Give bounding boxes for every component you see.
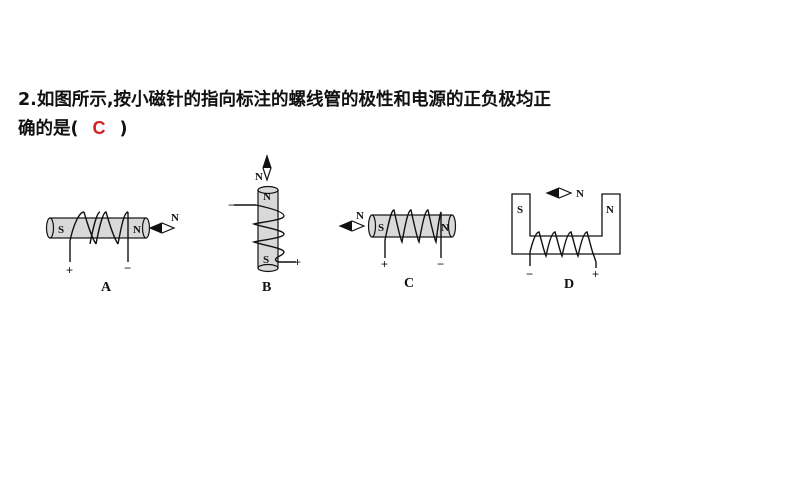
figure-b: N N S − + B [228,154,301,295]
figure-d-compass-needle [545,187,573,199]
closing-paren: ) [119,119,128,139]
figure-d-plus: + [592,267,599,281]
figure-d-needle-pole: N [576,188,584,200]
figure-c-caption: C [404,276,414,291]
figure-b-caption: B [262,280,271,295]
figure-d-u-core [511,193,621,255]
figure-c-plus: + [381,257,388,271]
figure-d: S N N − + D [511,187,621,292]
figure-b-plus: + [294,255,301,269]
figure-b-core [257,185,279,273]
figure-d-coil [529,231,597,268]
figure-b-compass-needle [262,154,272,182]
figure-c: S N N + − C [338,209,457,291]
answer-choice: C [92,118,106,138]
figure-d-minus: − [526,267,533,281]
figure-b-bottom-pole: S [263,254,269,266]
figure-a-needle-pole: N [171,212,179,224]
figure-c-right-pole: N [441,222,449,234]
figure-a-plus: + [66,263,73,277]
question-line-1: 2.如图所示,按小磁针的指向标注的螺线管的极性和电源的正负极均正 [18,90,551,110]
figure-a-right-pole: N [133,224,141,236]
figure-a-left-pole: S [58,224,64,236]
figure-c-coil [384,209,442,258]
figure-d-caption: D [564,277,574,292]
figure-a: S N N + − A [45,211,179,295]
figure-d-left-pole: S [517,204,523,216]
figure-a-coil [69,211,129,262]
figure-a-compass-needle [148,222,176,234]
question-text: 2.如图所示,按小磁针的指向标注的螺线管的极性和电源的正负极均正 确的是( C) [18,86,788,143]
figure-b-coil [234,204,296,263]
figure-a-minus: − [124,261,131,275]
figure-c-minus: − [437,257,444,271]
figure-b-needle-pole: N [255,171,263,183]
figure-d-right-pole: N [606,204,614,216]
figure-a-caption: A [101,280,112,295]
figure-c-left-pole: S [378,222,384,234]
figure-b-minus: − [228,198,235,212]
figure-b-top-pole: N [263,191,271,203]
figure-c-compass-needle [338,220,366,232]
question-line-2: 确的是( C) [18,114,788,143]
question-stem-end: 确的是( [18,119,79,139]
figure-c-needle-pole: N [356,210,364,222]
